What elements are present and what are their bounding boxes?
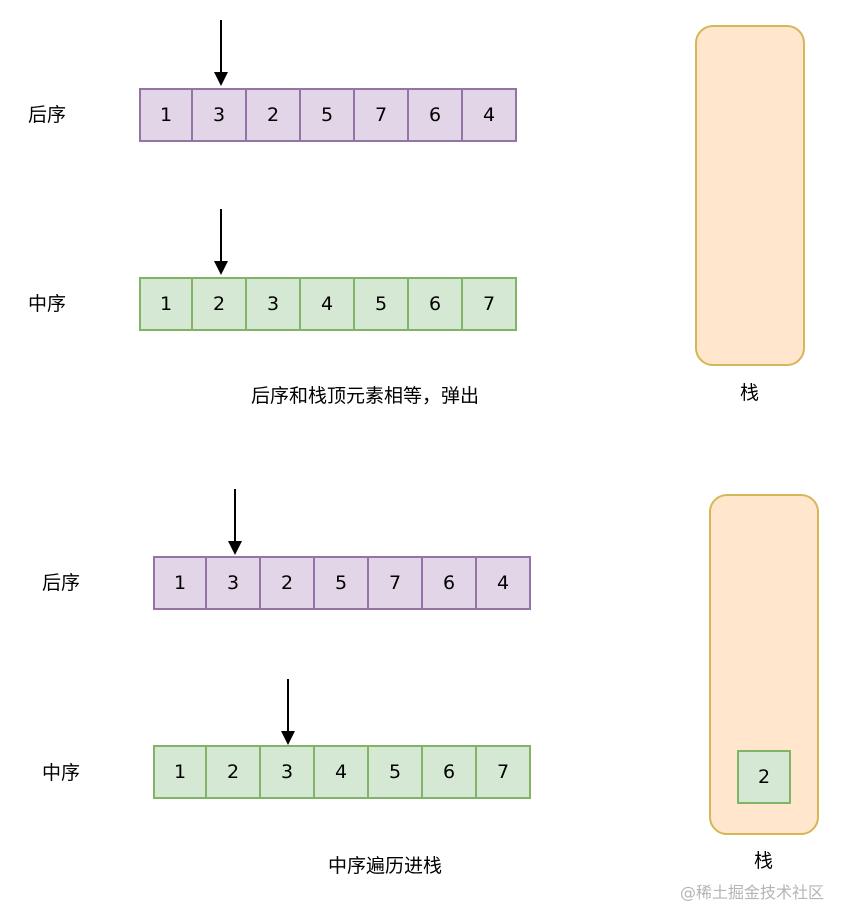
- inorder-pointer-arrow: [281, 679, 295, 745]
- inorder-cell: 3: [261, 745, 315, 799]
- postorder-cell: 4: [463, 88, 517, 142]
- stack-item: 2: [737, 750, 791, 804]
- stack-label: 栈: [740, 382, 760, 404]
- inorder-cell: 5: [369, 745, 423, 799]
- inorder-label: 中序: [42, 762, 81, 784]
- stack-label: 栈: [754, 850, 774, 872]
- postorder-cell: 5: [315, 556, 369, 610]
- inorder-array: 1 2 3 4 5 6 7: [153, 745, 531, 799]
- postorder-cell: 6: [423, 556, 477, 610]
- inorder-cell: 2: [207, 745, 261, 799]
- inorder-cell: 7: [463, 277, 517, 331]
- inorder-pointer-arrow: [214, 209, 228, 275]
- postorder-cell: 2: [261, 556, 315, 610]
- postorder-cell: 3: [207, 556, 261, 610]
- stack-container: [695, 25, 805, 366]
- inorder-cell: 4: [301, 277, 355, 331]
- postorder-cell: 3: [193, 88, 247, 142]
- inorder-cell: 7: [477, 745, 531, 799]
- inorder-cell: 5: [355, 277, 409, 331]
- inorder-array: 1 2 3 4 5 6 7: [139, 277, 517, 331]
- inorder-cell: 4: [315, 745, 369, 799]
- inorder-cell: 3: [247, 277, 301, 331]
- inorder-cell: 1: [153, 745, 207, 799]
- inorder-cell: 6: [423, 745, 477, 799]
- step-caption: 中序遍历进栈: [328, 855, 443, 877]
- postorder-cell: 4: [477, 556, 531, 610]
- postorder-pointer-arrow: [228, 489, 242, 555]
- postorder-cell: 7: [355, 88, 409, 142]
- postorder-cell: 7: [369, 556, 423, 610]
- postorder-label: 后序: [28, 104, 67, 126]
- step-caption: 后序和栈顶元素相等，弹出: [251, 385, 480, 407]
- postorder-array: 1 3 2 5 7 6 4: [139, 88, 517, 142]
- postorder-cell: 2: [247, 88, 301, 142]
- postorder-cell: 6: [409, 88, 463, 142]
- postorder-cell: 1: [139, 88, 193, 142]
- postorder-label: 后序: [42, 572, 81, 594]
- inorder-cell: 1: [139, 277, 193, 331]
- postorder-array: 1 3 2 5 7 6 4: [153, 556, 531, 610]
- inorder-cell: 2: [193, 277, 247, 331]
- inorder-cell: 6: [409, 277, 463, 331]
- inorder-label: 中序: [28, 293, 67, 315]
- postorder-cell: 5: [301, 88, 355, 142]
- postorder-pointer-arrow: [214, 20, 228, 86]
- watermark: @稀土掘金技术社区: [680, 883, 825, 902]
- postorder-cell: 1: [153, 556, 207, 610]
